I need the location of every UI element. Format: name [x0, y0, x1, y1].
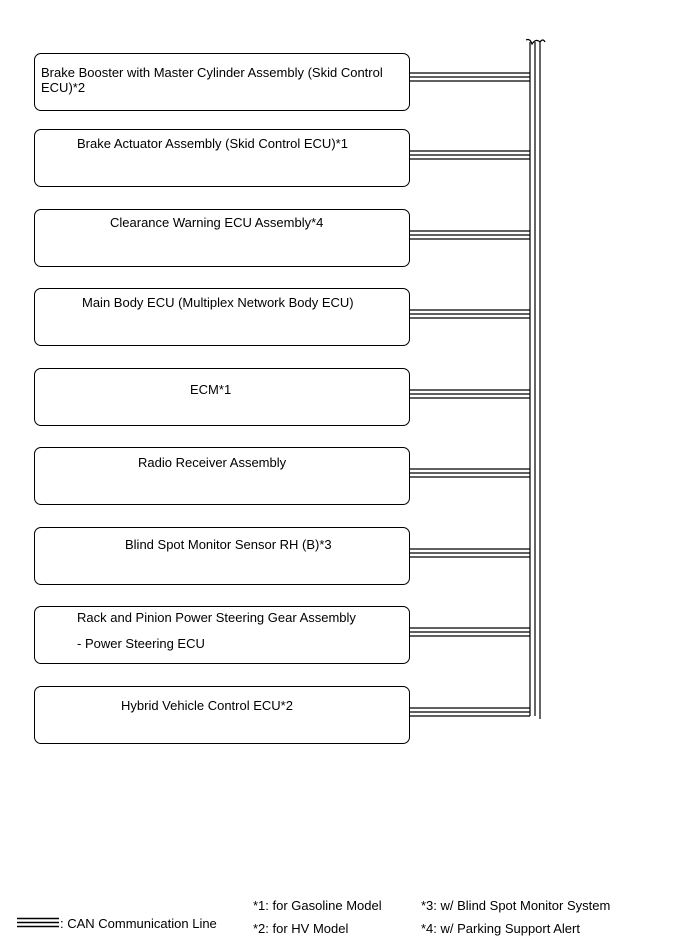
- ecu-box-main-body: Main Body ECU (Multiplex Network Body EC…: [34, 288, 410, 346]
- can-bus-stubs: [410, 72, 530, 717]
- bus-break-mark: [525, 38, 546, 46]
- legend-can-line: : CAN Communication Line: [60, 916, 217, 931]
- ecu-box-hybrid-vehicle-control: Hybrid Vehicle Control ECU*2: [34, 686, 410, 744]
- ecu-label: Brake Actuator Assembly (Skid Control EC…: [77, 136, 348, 151]
- ecu-label: Main Body ECU (Multiplex Network Body EC…: [82, 295, 354, 310]
- ecu-box-brake-actuator: Brake Actuator Assembly (Skid Control EC…: [34, 129, 410, 187]
- ecu-label: Clearance Warning ECU Assembly*4: [110, 215, 324, 230]
- ecu-label: Brake Booster with Master Cylinder Assem…: [41, 65, 383, 95]
- ecu-sublabel: - Power Steering ECU: [77, 636, 205, 651]
- ecu-label: Hybrid Vehicle Control ECU*2: [121, 698, 293, 713]
- ecu-label: ECM*1: [190, 382, 232, 397]
- ecu-box-blind-spot-sensor: Blind Spot Monitor Sensor RH (B)*3: [34, 527, 410, 585]
- legend-note-4: *4: w/ Parking Support Alert: [421, 921, 580, 936]
- ecu-label: Radio Receiver Assembly: [138, 455, 287, 470]
- can-line-legend-symbol: [17, 917, 59, 928]
- ecu-box-power-steering: Rack and Pinion Power Steering Gear Asse…: [34, 606, 410, 664]
- ecu-label: Rack and Pinion Power Steering Gear Asse…: [77, 610, 356, 625]
- legend-note-3: *3: w/ Blind Spot Monitor System: [421, 898, 611, 913]
- ecu-box-radio-receiver: Radio Receiver Assembly: [34, 447, 410, 505]
- ecu-box-ecm: ECM*1: [34, 368, 410, 426]
- can-bus-wiring: [525, 38, 546, 719]
- ecu-box-brake-booster: Brake Booster with Master Cylinder Assem…: [34, 53, 410, 111]
- ecu-box-clearance-warning: Clearance Warning ECU Assembly*4: [34, 209, 410, 267]
- legend-note-2: *2: for HV Model: [253, 921, 349, 936]
- ecu-label: Blind Spot Monitor Sensor RH (B)*3: [125, 537, 332, 552]
- legend-note-1: *1: for Gasoline Model: [253, 898, 382, 913]
